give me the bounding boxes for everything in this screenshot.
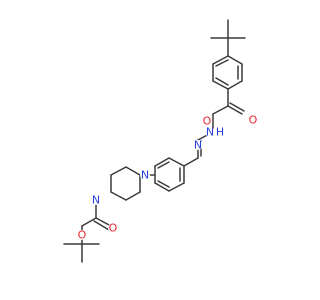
atom-o: O: [108, 222, 118, 235]
atom-label: O: [203, 115, 212, 128]
atom-label: N: [92, 194, 100, 207]
atom-n: N: [193, 139, 203, 152]
bond: [168, 157, 185, 167]
atom-o: O: [248, 114, 258, 127]
bond: [93, 220, 110, 231]
atom-o: O: [77, 229, 87, 242]
atom-label: N: [194, 139, 202, 152]
bond: [212, 80, 229, 90]
bond: [110, 166, 127, 176]
bond: [154, 157, 170, 167]
atom-n: N: [140, 169, 150, 182]
bond: [95, 217, 112, 227]
bond: [157, 180, 170, 188]
bond: [125, 191, 141, 201]
bond: [157, 161, 170, 169]
bond: [215, 59, 229, 67]
atom-o: O: [202, 115, 212, 128]
bond: [229, 102, 245, 112]
bond: [168, 182, 185, 192]
bond: [227, 80, 243, 90]
bond-lines: [63, 19, 246, 263]
atom-label: O: [109, 222, 118, 235]
atom-n: N: [205, 126, 215, 139]
bond: [154, 182, 170, 192]
bond: [125, 166, 141, 176]
atom-labels: O O N H N N N O: [77, 114, 258, 242]
atom-h: H: [215, 126, 225, 139]
atom-label: O: [78, 229, 87, 242]
atom-label: N: [206, 126, 214, 139]
bond: [212, 55, 229, 65]
molecule-structure: O O N H N N N O: [63, 19, 258, 263]
bond: [81, 217, 97, 227]
atom-label: H: [216, 126, 224, 139]
atom-n: N: [91, 194, 101, 207]
bond: [215, 77, 229, 86]
bond: [183, 157, 199, 167]
bond: [227, 105, 243, 115]
atom-label: N: [141, 169, 149, 182]
bond: [227, 55, 243, 65]
bond: [110, 191, 127, 201]
atom-label: O: [249, 114, 258, 127]
bond: [212, 105, 229, 115]
